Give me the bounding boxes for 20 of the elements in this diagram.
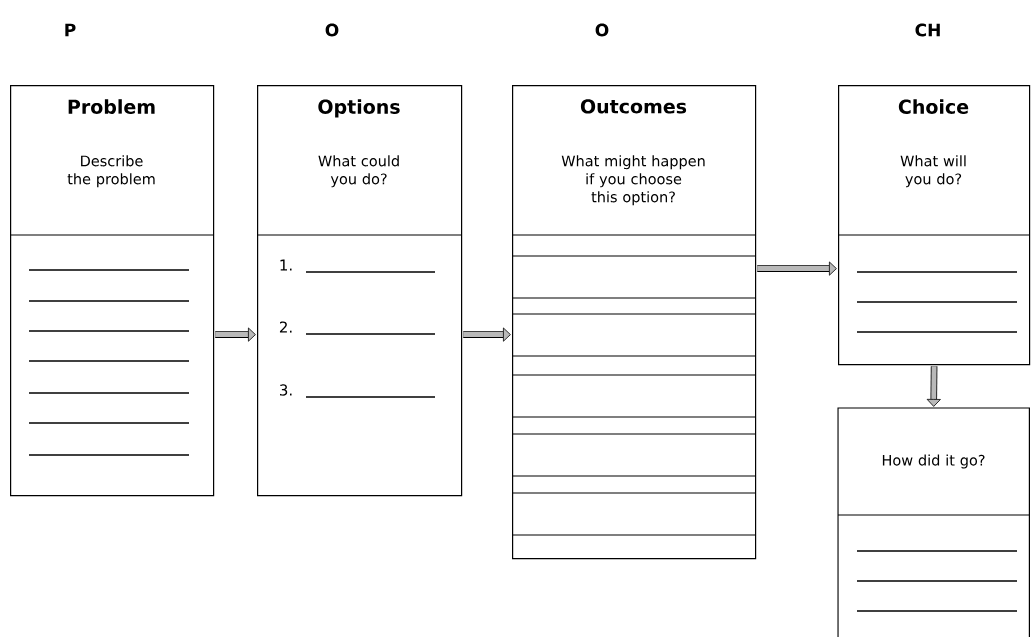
list-number: 1. xyxy=(280,259,292,271)
prompt-text: What might happen if you choose this option? xyxy=(561,155,705,206)
column-heading: Options xyxy=(318,99,400,118)
column-heading: Problem xyxy=(68,99,155,114)
block-arrow xyxy=(463,327,511,342)
heading-letter: O xyxy=(325,23,339,37)
heading-letter: P xyxy=(65,23,76,37)
block-arrow xyxy=(757,261,837,276)
column-heading: Choice xyxy=(898,99,969,114)
block-arrow xyxy=(926,366,941,407)
heading-letter: CH xyxy=(915,23,940,37)
prompt-text: What will you do? xyxy=(900,155,966,188)
list-number: 2. xyxy=(279,321,292,333)
prompt-text: How did it go? xyxy=(882,454,985,469)
heading-letter: O xyxy=(595,23,609,37)
prompt-text: What could you do? xyxy=(318,155,399,188)
block-arrow xyxy=(215,327,256,342)
prompt-text: Describe the problem xyxy=(67,155,155,188)
column-heading: Outcomes xyxy=(580,99,687,114)
list-number: 3. xyxy=(280,384,292,396)
